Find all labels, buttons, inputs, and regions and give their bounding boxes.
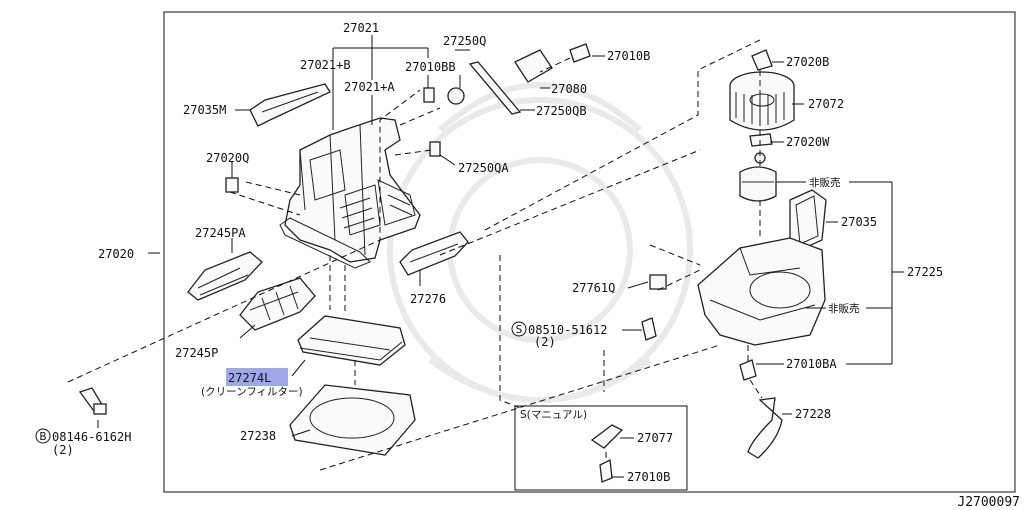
label-27274l: 27274L	[228, 371, 271, 385]
label-27010b-top: 27010B	[607, 49, 650, 63]
label-27238: 27238	[240, 429, 276, 443]
label-27020b: 27020B	[786, 55, 829, 69]
label-27077: 27077	[637, 431, 673, 445]
label-27276: 27276	[410, 292, 446, 306]
leader-lines	[97, 35, 904, 478]
label-27010b-box: 27010B	[627, 470, 670, 484]
label-27250q: 27250Q	[443, 34, 486, 48]
manual-variant-box	[514, 405, 688, 491]
screw-marker-circle	[511, 321, 527, 337]
label-27020q: 27020Q	[206, 151, 249, 165]
label-27010ba: 27010BA	[786, 357, 837, 371]
label-27761q: 27761Q	[572, 281, 615, 295]
main-frame	[163, 11, 1016, 493]
label-08146-qty: (2)	[52, 443, 74, 457]
label-27250qb: 27250QB	[536, 104, 587, 118]
bolt-marker-letter: B	[39, 431, 46, 443]
label-08510-qty: (2)	[534, 335, 556, 349]
label-08510-51612: 08510-51612	[528, 323, 607, 337]
label-27245pa: 27245PA	[195, 226, 246, 240]
watermark-emblem	[387, 82, 693, 403]
blower-unit-drawing	[590, 49, 827, 483]
label-27225: 27225	[907, 265, 943, 279]
label-27072: 27072	[808, 97, 844, 111]
label-27021-a: 27021+A	[344, 80, 395, 94]
bolt-marker-circle	[35, 428, 51, 444]
label-27250qa: 27250QA	[458, 161, 509, 175]
label-27020: 27020	[98, 247, 134, 261]
label-not-for-sale-1: 非販売	[809, 176, 841, 189]
label-27228: 27228	[795, 407, 831, 421]
label-27020w: 27020W	[786, 135, 830, 149]
part-labels: 27021 27021+B 27021+A 27010BB 27250Q 270…	[52, 21, 1020, 510]
label-27010bb: 27010BB	[405, 60, 456, 74]
label-27245p: 27245P	[175, 346, 218, 360]
label-27035m: 27035M	[183, 103, 226, 117]
screw-marker-letter: S	[516, 324, 523, 336]
label-s-manual: S(マニュアル)	[520, 409, 587, 421]
label-not-for-sale-2: 非販売	[828, 302, 860, 315]
diagram-code: J2700097	[957, 495, 1020, 510]
label-27035: 27035	[841, 215, 877, 229]
label-27021-b: 27021+B	[300, 58, 351, 72]
assembly-dashed-lines	[67, 39, 763, 471]
highlight-27274l	[226, 368, 288, 386]
label-27080: 27080	[551, 82, 587, 96]
label-clean-filter: (クリーンフィルター)	[201, 386, 303, 398]
label-08146-6162h: 08146-6162H	[52, 430, 131, 444]
label-27021: 27021	[343, 21, 379, 35]
intake-unit-drawing	[78, 43, 591, 456]
